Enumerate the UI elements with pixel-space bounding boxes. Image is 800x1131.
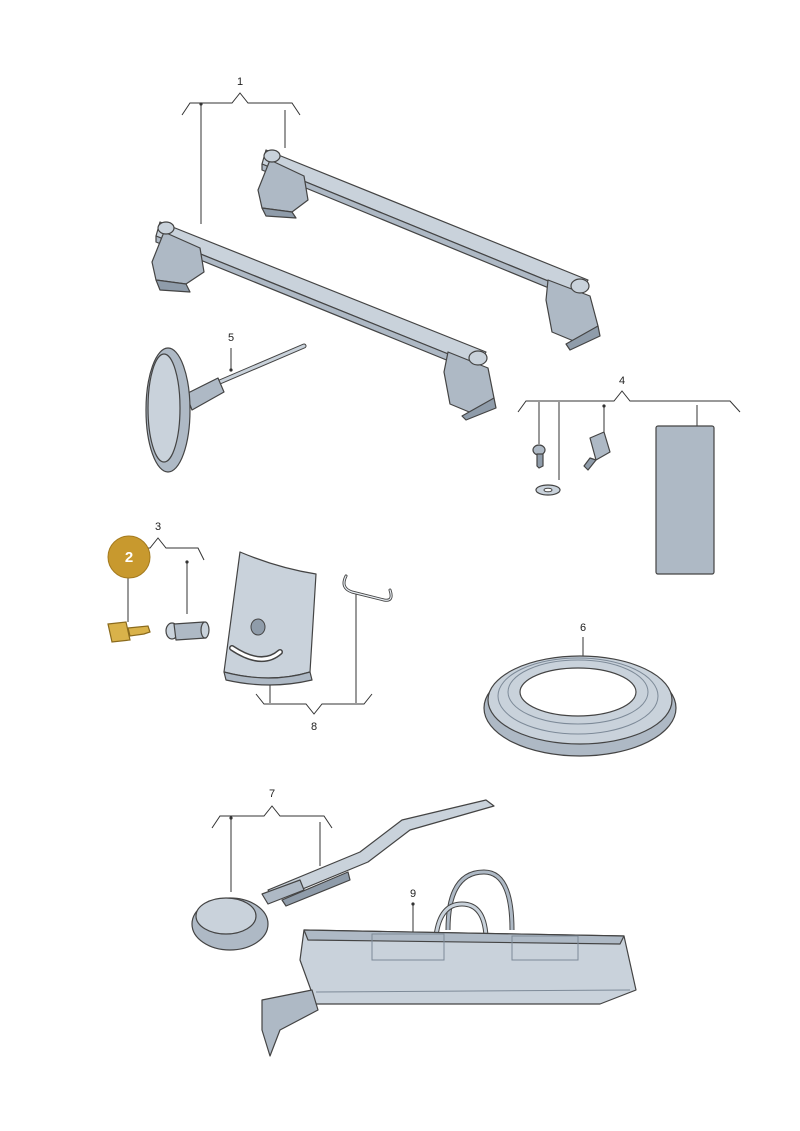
cap-piece[interactable] <box>191 897 269 951</box>
callout-4-group: 4 <box>517 375 741 480</box>
callout-5-group: 5 <box>228 332 234 372</box>
roof-bar-rear[interactable] <box>257 149 601 351</box>
wire-hook[interactable] <box>342 574 393 602</box>
callout-7-label[interactable]: 7 <box>269 788 275 800</box>
callout-6-label[interactable]: 6 <box>580 622 586 634</box>
callout-5-label[interactable]: 5 <box>228 332 234 344</box>
storage-pouch[interactable] <box>655 425 715 575</box>
small-bolt[interactable] <box>532 444 546 469</box>
callout-9-label[interactable]: 9 <box>410 888 416 900</box>
strap-arm[interactable] <box>261 799 495 907</box>
callout-8-group: 8 <box>255 592 373 733</box>
callout-1-group: 1 <box>181 76 301 224</box>
key[interactable] <box>107 621 151 643</box>
callout-1-label[interactable]: 1 <box>237 76 243 88</box>
callout-7-bracket <box>211 805 333 829</box>
badge-circle <box>107 535 151 579</box>
callout-8-label[interactable]: 8 <box>311 721 317 733</box>
end-cover[interactable] <box>223 551 317 686</box>
lock-cylinder[interactable] <box>165 621 210 641</box>
highlight-badge-2[interactable]: 2 <box>107 535 151 579</box>
seal-strip-coil[interactable] <box>483 655 677 757</box>
callout-4-bracket <box>517 390 741 413</box>
callout-1-bracket <box>181 92 301 116</box>
badge-label: 2 <box>125 549 133 566</box>
callout-7-group: 7 <box>211 788 333 892</box>
torque-tool[interactable] <box>145 343 307 473</box>
callout-3-label[interactable]: 3 <box>155 521 161 533</box>
storage-bag[interactable] <box>261 869 637 1057</box>
end-cap[interactable] <box>583 431 611 471</box>
callout-4-label[interactable]: 4 <box>619 375 625 387</box>
washer[interactable] <box>535 484 561 496</box>
callout-8-bracket <box>255 693 373 715</box>
callout-9-group: 9 <box>410 888 416 932</box>
roof-bar-front[interactable] <box>151 221 497 421</box>
